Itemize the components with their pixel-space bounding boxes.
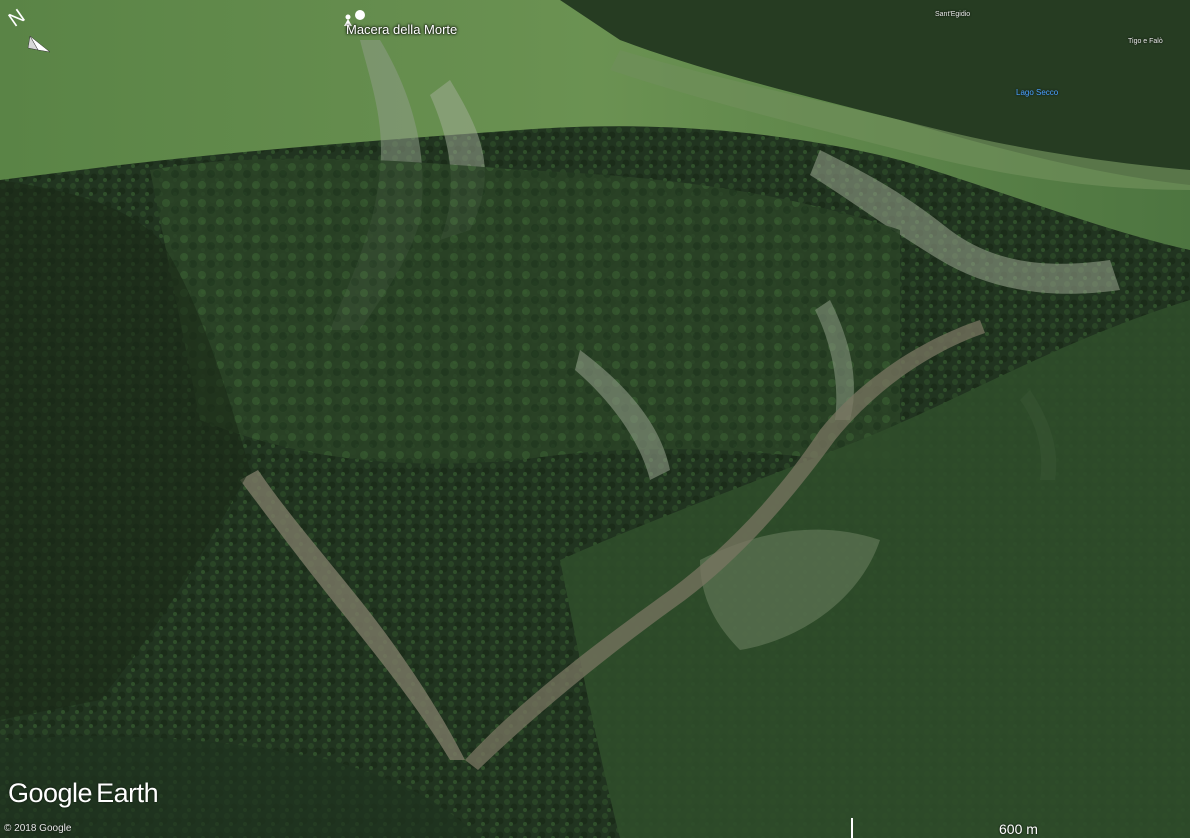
logo-word-earth: Earth (96, 778, 159, 808)
person-pin-icon[interactable] (343, 14, 353, 26)
compass-north-arrow-icon[interactable]: N (0, 0, 52, 56)
place-label-summit[interactable]: Macera della Morte (346, 22, 458, 37)
summit-marker-icon (355, 10, 365, 20)
copyright-text: © 2018 Google (4, 823, 72, 834)
scale-bar-label: 600 m (999, 821, 1038, 837)
logo-word-google: Google (8, 778, 93, 808)
scale-bar-tick (851, 818, 853, 838)
scale-bar: 600 m (851, 818, 1187, 838)
place-label-minor-1[interactable]: Sant'Egidio (935, 11, 971, 18)
lake-label[interactable]: Lago Secco (1016, 88, 1059, 97)
compass-letter: N (5, 5, 29, 31)
place-label-minor-2[interactable]: Tigo e Falò (1128, 38, 1163, 45)
